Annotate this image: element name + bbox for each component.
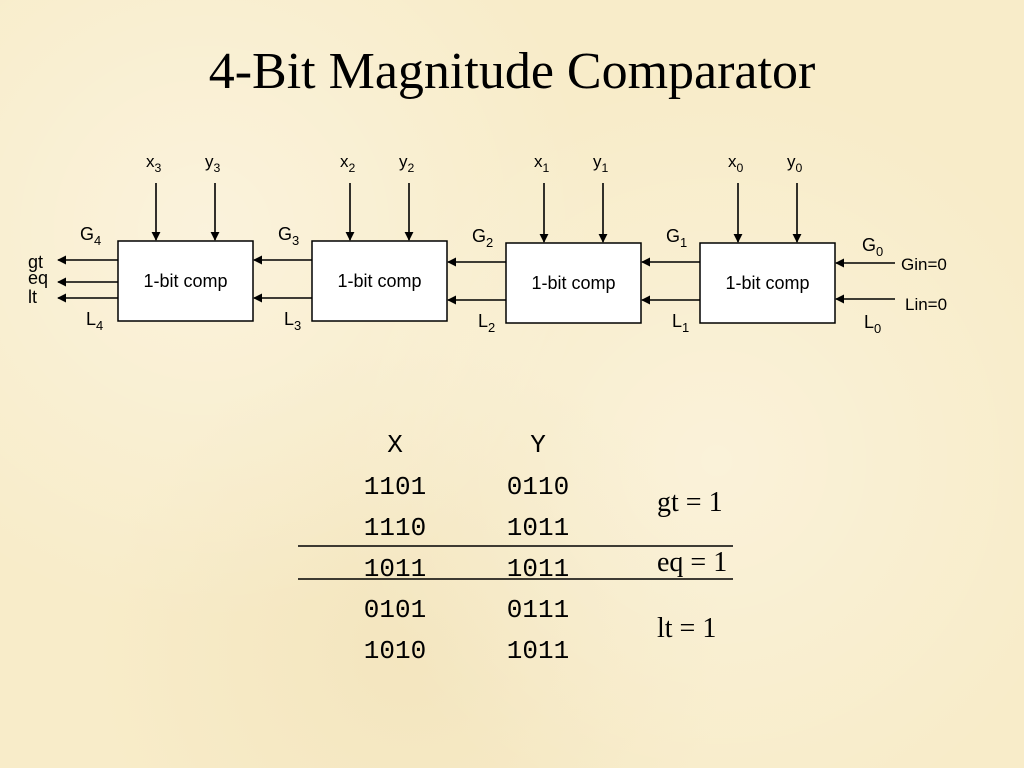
l-output-label: L3 [284,309,301,333]
table-cell: 1101 [364,472,426,502]
g-output-label: G3 [278,224,299,248]
table-row: 1010 1011 [364,636,569,666]
x-input-label: x1 [534,152,550,175]
block-box [699,242,836,324]
g-output-label: G2 [472,226,493,250]
block-label: 1-bit comp [337,271,421,291]
block-box [311,240,448,322]
block-label: 1-bit comp [725,273,809,293]
l-output-label: L2 [478,311,495,335]
result-label: eq = 1 [657,547,727,578]
l0-label: L0 [864,312,881,336]
result-label: gt = 1 [657,487,723,518]
table-row: 1101 0110 [364,472,569,502]
block-box [505,242,642,324]
g-output-label: G4 [80,224,101,248]
table-cell: 0111 [507,595,569,625]
output-gt-label: gt [28,252,43,272]
lin-label: Lin=0 [905,295,947,314]
table-cell: 1011 [507,636,569,666]
output-eq-label: eq [28,268,48,288]
g-output-label: G1 [666,226,687,250]
table-header: Y [530,430,546,460]
table-header: X [387,430,403,460]
x-input-label: x0 [728,152,744,175]
table-cell: 1011 [507,513,569,543]
table-cell: 1110 [364,513,426,543]
table-row: 1110 1011 [364,513,569,543]
table-cell: 0101 [364,595,426,625]
block-box [117,240,254,322]
gin-label: Gin=0 [901,255,947,274]
x-input-label: x2 [340,152,356,175]
result-label: lt = 1 [657,613,716,644]
table-cell: 1010 [364,636,426,666]
block-label: 1-bit comp [143,271,227,291]
table-row: 0101 0111 [364,595,569,625]
l-output-label: L1 [672,311,689,335]
block-label: 1-bit comp [531,273,615,293]
l-output-label: L4 [86,309,103,333]
y-input-label: y1 [593,152,609,175]
y-input-label: y0 [787,152,803,175]
page-title: 4-Bit Magnitude Comparator [208,43,816,100]
x-input-label: x3 [146,152,162,175]
output-lt-label: lt [28,287,37,307]
y-input-label: y2 [399,152,415,175]
g0-label: G0 [862,235,883,259]
y-input-label: y3 [205,152,221,175]
table-cell: 0110 [507,472,569,502]
